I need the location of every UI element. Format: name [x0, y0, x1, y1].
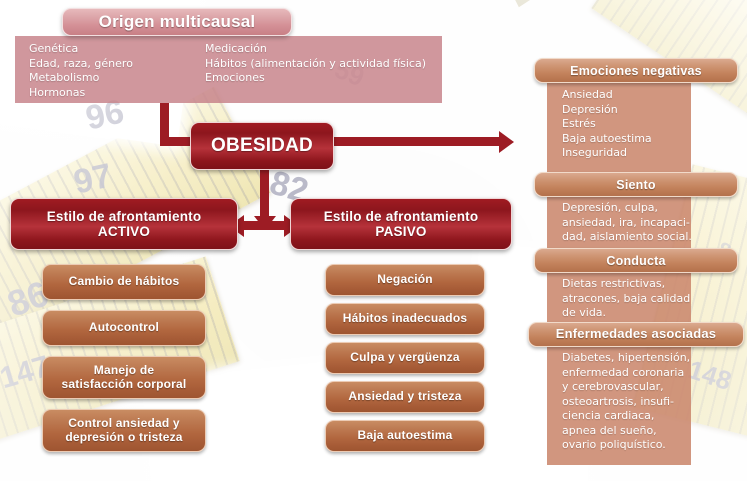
consecuencias-body-conducta: Dietas restrictivas, atracones, baja cal… [562, 277, 691, 319]
pasivo-item-2[interactable]: Hábitos inadecuados [325, 303, 485, 335]
origen-column-right: Medicación Hábitos (alimentación y activ… [205, 42, 427, 84]
estilo-activo-header[interactable]: Estilo de afrontamiento ACTIVO [10, 198, 238, 250]
obesidad-box[interactable]: OBESIDAD [190, 122, 334, 170]
arrow-obesidad-right-head-icon [499, 130, 514, 153]
activo-item-4[interactable]: Control ansiedad y depresión o tristeza [42, 409, 206, 452]
consecuencias-header-emociones[interactable]: Emociones negativas [534, 58, 738, 83]
origen-header[interactable]: Origen multicausal [62, 8, 292, 36]
arrow-activo-pasivo-shaft [244, 221, 286, 230]
consecuencias-body-emociones: Ansiedad Depresión Estrés Baja autoestim… [562, 88, 652, 159]
consecuencias-header-conducta[interactable]: Conducta [534, 248, 738, 273]
pasivo-item-4[interactable]: Ansiedad y tristeza [325, 381, 485, 413]
arrow-obesidad-right-shaft [333, 137, 501, 146]
consecuencias-header-siento[interactable]: Siento [534, 172, 738, 197]
arrow-origen-vertical [160, 103, 169, 143]
estilo-pasivo-header[interactable]: Estilo de afrontamiento PASIVO [290, 198, 512, 250]
consecuencias-header-enfermedades[interactable]: Enfermedades asociadas [528, 322, 744, 347]
activo-item-3[interactable]: Manejo de satisfacción corporal [42, 356, 206, 399]
pasivo-item-3[interactable]: Culpa y vergüenza [325, 342, 485, 374]
pasivo-item-1[interactable]: Negación [325, 264, 485, 296]
activo-item-2[interactable]: Autocontrol [42, 310, 206, 346]
arrow-origen-horizontal [160, 137, 192, 146]
consecuencias-body-siento: Depresión, culpa, ansiedad, ira, incapac… [562, 201, 692, 243]
activo-item-1[interactable]: Cambio de hábitos [42, 264, 206, 300]
origen-column-left: Genética Edad, raza, género Metabolismo … [29, 42, 133, 99]
pasivo-item-5[interactable]: Baja autoestima [325, 420, 485, 452]
consecuencias-body-enfermedades: Diabetes, hipertensión, enfermedad coron… [562, 351, 691, 451]
arrow-obesidad-down-shaft [260, 170, 269, 218]
origen-list-panel: Genética Edad, raza, género Metabolismo … [15, 36, 442, 103]
